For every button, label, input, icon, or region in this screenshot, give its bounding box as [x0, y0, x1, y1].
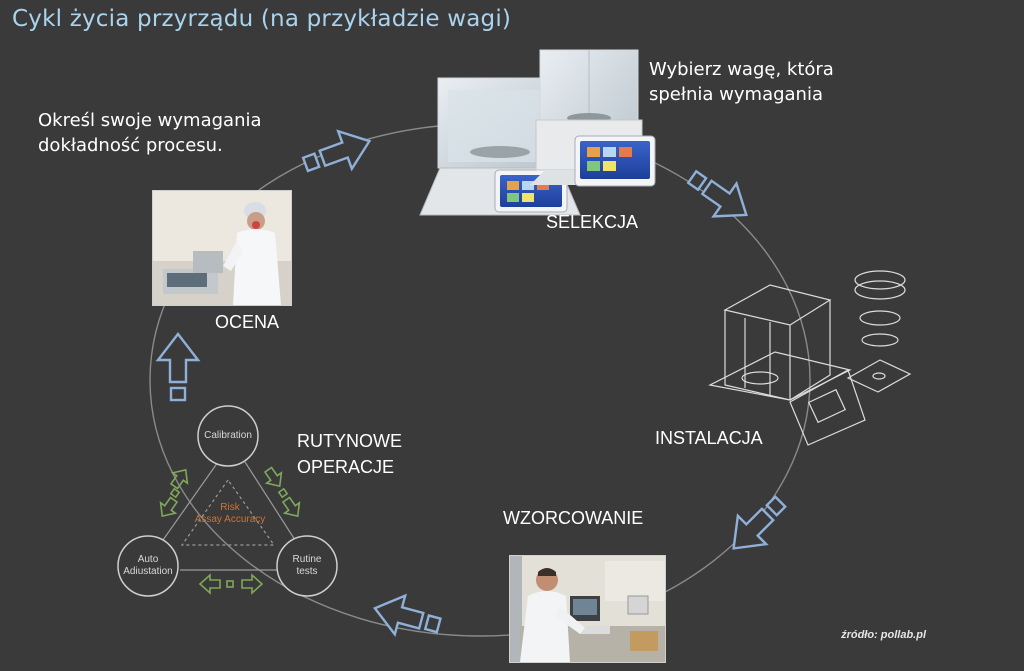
scales-illustration	[420, 50, 655, 215]
stage-label-installation: INSTALACJA	[655, 428, 763, 449]
stage-label-calibration: WZORCOWANIE	[503, 508, 643, 529]
evaluation-photo	[152, 190, 292, 306]
stage-label-selection: SELEKCJA	[546, 212, 638, 233]
requirements-note-line-1: Określ swoje wymagania	[38, 108, 262, 133]
stage-label-evaluation: OCENA	[215, 312, 279, 333]
technician-image	[510, 556, 665, 662]
installation-wireframe	[710, 271, 910, 445]
arrow-to-calibration	[719, 488, 794, 563]
calibration-photo	[509, 555, 666, 663]
select-scale-note: Wybierz wagę, która spełnia wymagania	[649, 57, 834, 107]
routine-tests-node-label: Rutine tests	[277, 554, 337, 578]
auto-adjustment-line-1: Auto	[118, 554, 178, 566]
arrow-to-installation	[681, 161, 758, 232]
requirements-note-line-2: dokładność procesu.	[38, 133, 262, 158]
arrow-to-routine	[370, 589, 444, 645]
auto-adjustment-node-label: Auto Adiustation	[118, 554, 178, 578]
routine-tests-line-2: tests	[277, 566, 337, 578]
risk-accuracy-label: Risk Assay Accuracy	[180, 502, 280, 526]
source-credit: źródło: pollab.pl	[841, 629, 926, 641]
auto-adjustment-line-2: Adiustation	[118, 566, 178, 578]
stage-label-routine-line-1: RUTYNOWE	[297, 428, 402, 454]
calibration-node-label: Calibration	[198, 430, 258, 442]
stage-label-routine: RUTYNOWE OPERACJE	[297, 428, 402, 480]
requirements-note: Określ swoje wymagania dokładność proces…	[38, 108, 262, 158]
select-scale-note-line-2: spełnia wymagania	[649, 82, 834, 107]
stage-label-routine-line-2: OPERACJE	[297, 454, 402, 480]
risk-label: Risk	[180, 502, 280, 514]
routine-tests-line-1: Rutine	[277, 554, 337, 566]
arrow-to-evaluation	[158, 334, 198, 400]
assay-accuracy-label: Assay Accuracy	[180, 514, 280, 526]
select-scale-note-line-1: Wybierz wagę, która	[649, 57, 834, 82]
lab-worker-image	[153, 191, 291, 305]
arrow-to-selection	[299, 122, 377, 183]
